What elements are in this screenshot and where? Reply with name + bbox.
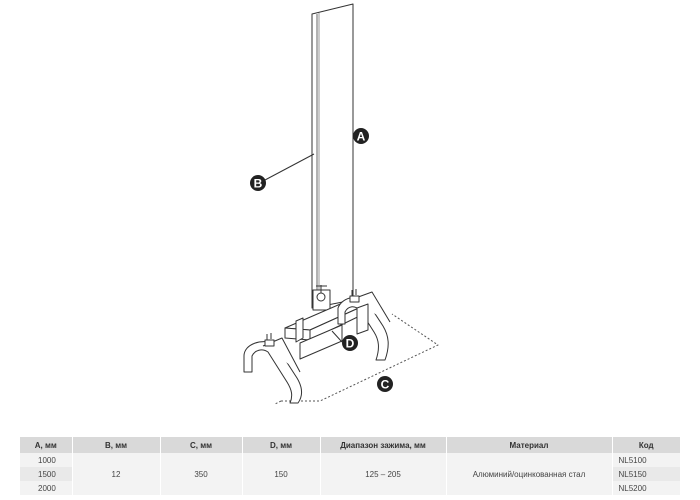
callout-b: B [250, 175, 266, 191]
header-b: В, мм [72, 437, 161, 453]
svg-text:B: B [254, 177, 263, 191]
cell-code: NL5150 [612, 467, 680, 481]
header-code: Код [612, 437, 680, 453]
table-row: 1500 NL5150 [20, 467, 680, 481]
callout-d-leader [331, 330, 343, 343]
base-footprint [274, 313, 439, 405]
cell-d: 150 [242, 453, 321, 495]
table-row: 2000 NL5200 [20, 481, 680, 495]
vertical-bar [311, 3, 354, 309]
svg-text:C: C [381, 378, 390, 392]
cell-clamp-range: 125 – 205 [320, 453, 447, 495]
left-leg [243, 333, 303, 404]
product-drawing: A B C D [243, 3, 439, 405]
cell-code: NL5100 [612, 453, 680, 467]
cell-b: 12 [72, 453, 161, 495]
svg-text:A: A [357, 130, 366, 144]
header-c: С, мм [160, 437, 243, 453]
header-material: Материал [446, 437, 613, 453]
table-header-row: А, мм В, мм С, мм D, мм Диапазон зажима,… [20, 437, 680, 453]
cell-a: 1500 [20, 467, 73, 481]
cell-a: 1000 [20, 453, 73, 467]
callout-c: C [377, 376, 393, 392]
header-clamp-range: Диапазон зажима, мм [320, 437, 447, 453]
spec-table: А, мм В, мм С, мм D, мм Диапазон зажима,… [20, 437, 680, 495]
cell-material: Алюминий/оцинкованная стал [446, 453, 613, 495]
callout-d: D [342, 335, 358, 351]
table-row: 1000 12 350 150 125 – 205 Алюминий/оцинк… [20, 453, 680, 495]
header-d: D, мм [242, 437, 321, 453]
callout-a: A [353, 128, 369, 144]
right-leg [337, 289, 391, 361]
svg-text:D: D [346, 337, 355, 351]
cell-c: 350 [160, 453, 243, 495]
header-a: А, мм [20, 437, 73, 453]
cell-code: NL5200 [612, 481, 680, 495]
cell-a: 2000 [20, 481, 73, 495]
callout-b-leader [264, 153, 315, 181]
bar-clamp [312, 285, 331, 311]
